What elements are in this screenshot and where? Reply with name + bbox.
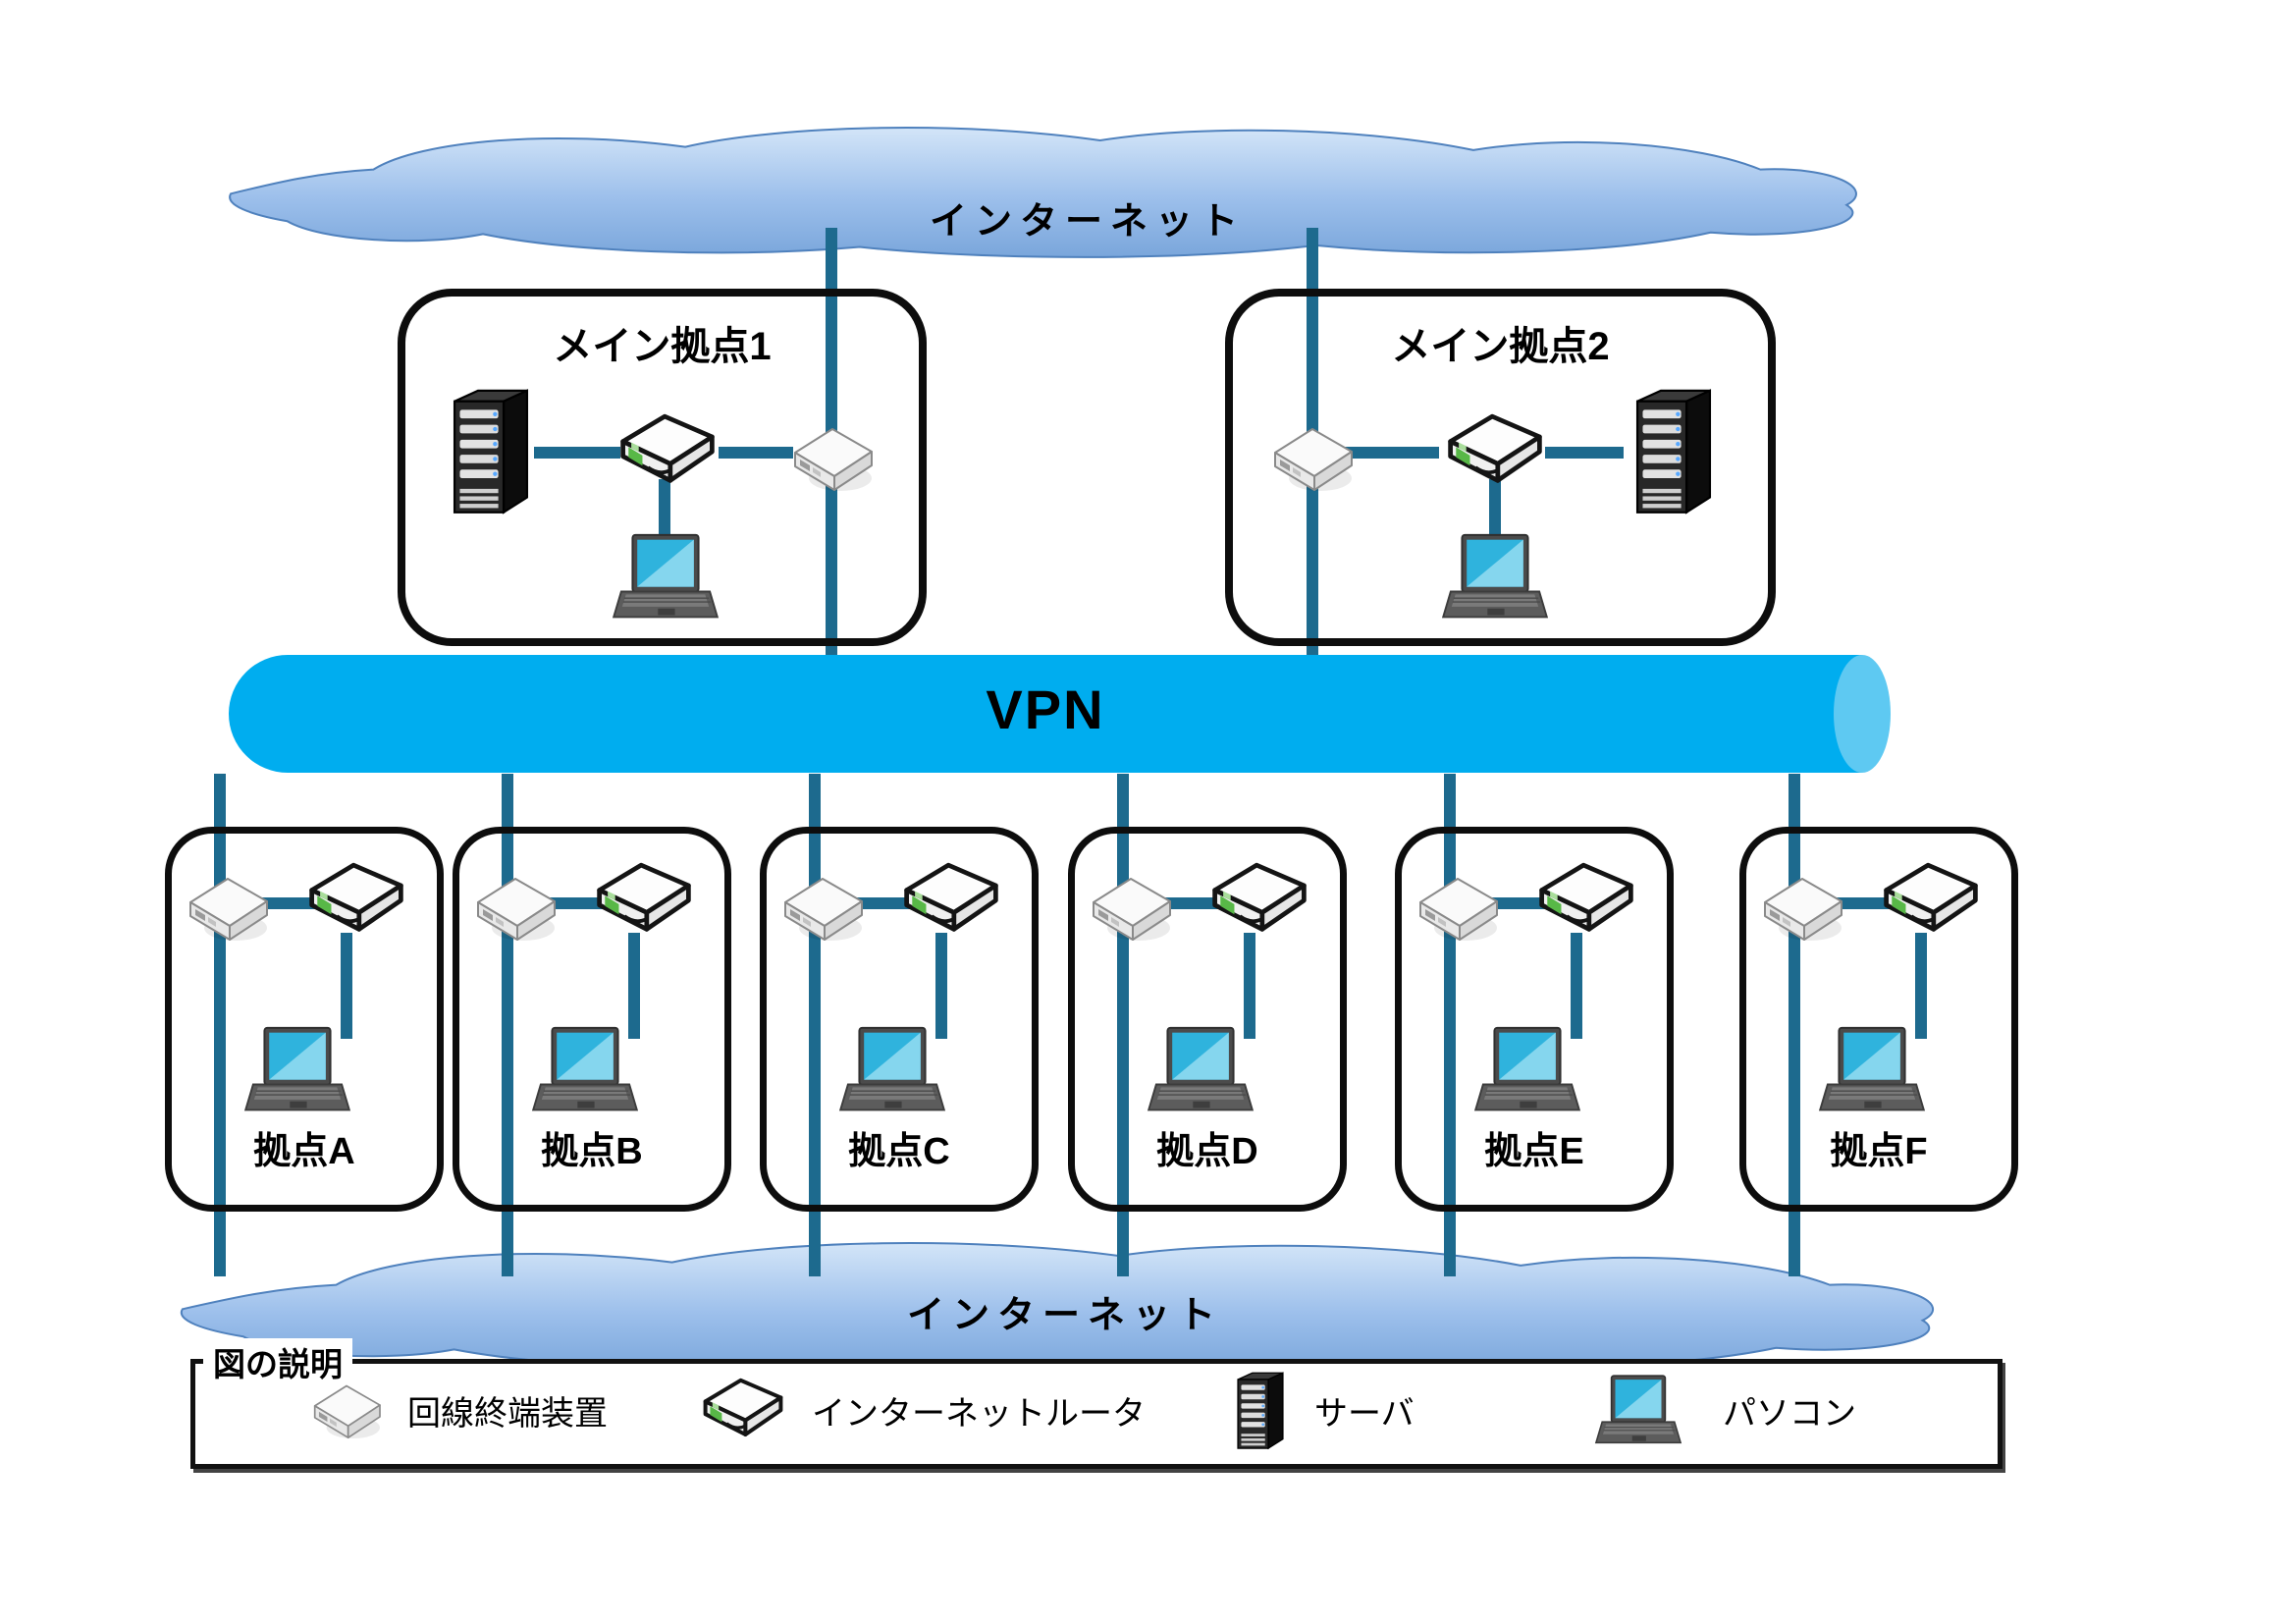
server-icon (442, 385, 540, 522)
main-site-1-title: メイン拠点1 (553, 325, 772, 368)
legend-title: 図の説明 (203, 1338, 352, 1385)
modem-icon (1082, 869, 1180, 947)
branch-site-B-box: 拠点B (453, 827, 731, 1212)
legend-label-server: サーバ (1314, 1395, 1415, 1433)
modem-icon (1263, 419, 1362, 498)
connector-router-server (1545, 447, 1624, 459)
connector-router-pc (659, 479, 670, 536)
branch-site-F-label: 拠点F (1830, 1131, 1928, 1172)
router-icon (593, 857, 695, 946)
router-icon (1535, 857, 1637, 946)
main-site-2-title: メイン拠点2 (1391, 325, 1610, 368)
pc-icon (1437, 532, 1553, 626)
router-icon (1880, 857, 1982, 946)
vpn-pipe (229, 655, 1862, 773)
modem-icon (1409, 869, 1507, 947)
branch-site-A-box: 拠点A (165, 827, 444, 1212)
legend-box: 図の説明 回線終端装置 インターネットルータ サーバ パソコン (190, 1338, 2002, 1469)
modem-icon (466, 869, 564, 947)
legend-label-router: インターネットルータ (812, 1395, 1146, 1433)
pc-icon (1469, 1025, 1585, 1119)
pc-icon (1814, 1025, 1930, 1119)
modem-icon (1753, 869, 1851, 947)
connector-router-pc (1915, 933, 1927, 1039)
pc-icon (834, 1025, 950, 1119)
branch-site-F-box: 拠点F (1739, 827, 2018, 1212)
branch-site-E-box: 拠点E (1395, 827, 1674, 1212)
internet-cloud-top-label: インターネット (929, 201, 1246, 243)
connector-server-router (534, 447, 620, 459)
vpn-label: VPN (986, 678, 1105, 740)
main-site-2-box: メイン拠点2 (1225, 289, 1776, 646)
router-icon (1208, 857, 1310, 946)
modem-icon (774, 869, 872, 947)
modem-icon (304, 1378, 389, 1444)
router-icon (1444, 408, 1546, 497)
branch-site-C-label: 拠点C (848, 1131, 950, 1172)
pc-icon (1143, 1025, 1258, 1119)
router-icon (700, 1374, 786, 1448)
router-icon (616, 408, 719, 497)
server-icon (1625, 385, 1723, 522)
pc-icon (527, 1025, 643, 1119)
connector-router-pc (1489, 479, 1501, 536)
connector-router-modem (719, 447, 793, 459)
pc-icon (1592, 1373, 1684, 1451)
connector-router-pc (1571, 933, 1582, 1039)
modem-icon (783, 419, 881, 498)
connector-modem-router (1331, 447, 1439, 459)
router-icon (900, 857, 1002, 946)
pc-icon (608, 532, 723, 626)
branch-site-D-box: 拠点D (1068, 827, 1347, 1212)
modem-icon (179, 869, 277, 947)
router-icon (305, 857, 407, 946)
main-site-1-box: メイン拠点1 (398, 289, 927, 646)
legend-label-modem: 回線終端装置 (407, 1395, 608, 1433)
internet-cloud-bottom-label: インターネット (906, 1295, 1223, 1336)
pc-icon (240, 1025, 355, 1119)
connector-router-pc (341, 933, 352, 1039)
branch-site-D-label: 拠点D (1156, 1131, 1258, 1172)
vpn-pipe-end-cap (1834, 655, 1891, 773)
branch-site-C-box: 拠点C (760, 827, 1039, 1212)
server-icon (1230, 1367, 1291, 1457)
connector-router-pc (935, 933, 947, 1039)
branch-site-A-label: 拠点A (253, 1131, 355, 1172)
connector-router-pc (1244, 933, 1255, 1039)
connector-router-pc (628, 933, 640, 1039)
branch-site-B-label: 拠点B (541, 1131, 643, 1172)
branch-site-E-label: 拠点E (1484, 1131, 1584, 1172)
legend-label-pc: パソコン (1723, 1395, 1856, 1433)
